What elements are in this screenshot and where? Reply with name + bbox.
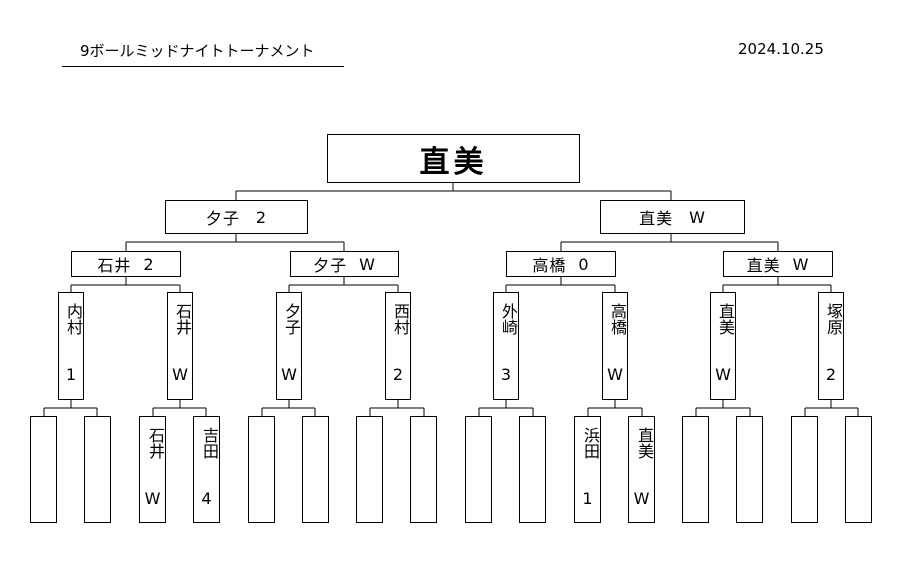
player-name: 石井 <box>146 427 165 459</box>
round1-box-16 <box>845 416 872 523</box>
player-score: W <box>715 365 731 384</box>
player-score: 4 <box>201 489 212 508</box>
round1-box-7 <box>356 416 383 523</box>
tournament-date: 2024.10.25 <box>738 40 824 58</box>
round1-box-12: 直美 W <box>628 416 655 523</box>
title-underline <box>62 66 344 67</box>
player-name: 内村 <box>64 303 83 335</box>
round1-box-3: 石井 W <box>139 416 166 523</box>
player-name: 高橋 <box>608 303 627 335</box>
round1-box-11: 浜田 1 <box>574 416 601 523</box>
round2-box-2: 石井 W <box>167 292 193 400</box>
round2-box-7: 直美 W <box>710 292 736 400</box>
player-name: 直美 <box>746 256 781 275</box>
player-score: W <box>172 365 188 384</box>
player-name: 石井 <box>173 303 192 335</box>
round1-box-1 <box>30 416 57 523</box>
round2-box-6: 高橋 W <box>602 292 628 400</box>
player-score: 2 <box>255 207 268 227</box>
semifinal-box-1: 夕子 2 <box>165 200 308 234</box>
player-name: 塚原 <box>824 303 843 335</box>
round2-box-5: 外崎 3 <box>493 292 519 400</box>
round1-box-5 <box>248 416 275 523</box>
player-name: 浜田 <box>581 427 600 459</box>
round1-box-15 <box>791 416 818 523</box>
round1-box-4: 吉田 4 <box>193 416 220 523</box>
player-name: 夕子 <box>313 256 348 275</box>
player-name: 石井 <box>97 256 132 275</box>
player-score: W <box>144 489 161 508</box>
round2-box-1: 内村 1 <box>58 292 84 400</box>
player-name: 夕子 <box>282 303 301 335</box>
player-score: 2 <box>825 365 837 384</box>
round1-box-13 <box>682 416 709 523</box>
player-name: 夕子 <box>205 209 240 228</box>
player-name: 直美 <box>639 209 674 228</box>
player-score: W <box>792 254 810 274</box>
quarterfinal-box-3: 高橋 0 <box>506 251 616 277</box>
player-score: W <box>689 207 706 227</box>
round1-box-2 <box>84 416 111 523</box>
player-name: 直美 <box>716 303 735 335</box>
quarterfinal-box-1: 石井 2 <box>71 251 181 277</box>
bracket-connectors <box>43 182 859 417</box>
player-score: W <box>359 254 376 274</box>
semifinal-box-2: 直美 W <box>600 200 745 234</box>
player-score: 2 <box>143 254 155 274</box>
player-score: 0 <box>578 254 590 274</box>
player-score: 1 <box>582 489 593 508</box>
player-score: W <box>633 489 650 508</box>
round2-box-8: 塚原 2 <box>818 292 844 400</box>
player-score: 3 <box>500 365 512 384</box>
quarterfinal-box-4: 直美 W <box>723 251 833 277</box>
quarterfinal-box-2: 夕子 W <box>290 251 399 277</box>
player-name: 西村 <box>391 303 410 335</box>
player-name: 高橋 <box>532 256 567 275</box>
player-score: W <box>607 365 623 384</box>
round1-box-14 <box>736 416 763 523</box>
round1-box-6 <box>302 416 329 523</box>
player-name: 吉田 <box>200 427 219 459</box>
champion-box: 直美 <box>327 134 580 183</box>
round1-box-10 <box>519 416 546 523</box>
round1-box-9 <box>465 416 492 523</box>
round1-box-8 <box>410 416 437 523</box>
round2-box-4: 西村 2 <box>385 292 411 400</box>
player-score: 2 <box>392 365 404 384</box>
tournament-title: 9ボールミッドナイトトーナメント <box>80 42 315 60</box>
player-score: 1 <box>65 365 77 384</box>
round2-box-3: 夕子 W <box>276 292 302 400</box>
player-name: 外崎 <box>499 303 518 335</box>
player-score: W <box>281 365 297 384</box>
player-name: 直美 <box>635 427 654 459</box>
